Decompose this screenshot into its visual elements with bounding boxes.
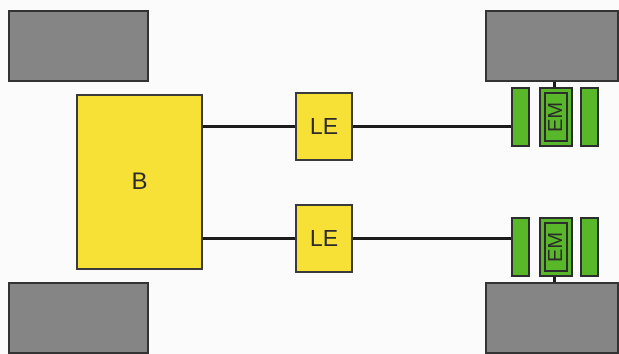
shaft-bottom-motor bbox=[553, 276, 556, 282]
motor-bottom-left-segment bbox=[511, 217, 530, 277]
motor-top-left-segment bbox=[511, 87, 530, 147]
wheel-front-left bbox=[8, 10, 149, 82]
wire-battery-to-inverter-top bbox=[203, 125, 296, 128]
battery-label: B bbox=[131, 168, 148, 195]
motor-bottom-right-segment bbox=[580, 217, 599, 277]
inverter-bottom: LE bbox=[295, 204, 353, 273]
wire-inverter-to-motor-top bbox=[352, 125, 512, 128]
motor-bottom-label: EM bbox=[545, 232, 567, 262]
motor-top: EM bbox=[539, 87, 573, 147]
wheel-rear-left bbox=[8, 282, 149, 354]
motor-bottom-frame: EM bbox=[544, 222, 568, 272]
battery-block: B bbox=[76, 94, 203, 270]
wire-battery-to-inverter-bottom bbox=[203, 237, 296, 240]
wire-inverter-to-motor-bottom bbox=[352, 237, 512, 240]
motor-bottom: EM bbox=[539, 217, 573, 277]
wheel-front-right bbox=[485, 10, 619, 82]
wheel-rear-right bbox=[485, 282, 619, 354]
motor-top-label: EM bbox=[545, 102, 567, 132]
shaft-top-motor bbox=[553, 82, 556, 88]
inverter-bottom-label: LE bbox=[309, 225, 339, 251]
motor-top-frame: EM bbox=[544, 92, 568, 142]
inverter-top: LE bbox=[295, 92, 353, 161]
inverter-top-label: LE bbox=[309, 113, 339, 139]
motor-top-right-segment bbox=[580, 87, 599, 147]
